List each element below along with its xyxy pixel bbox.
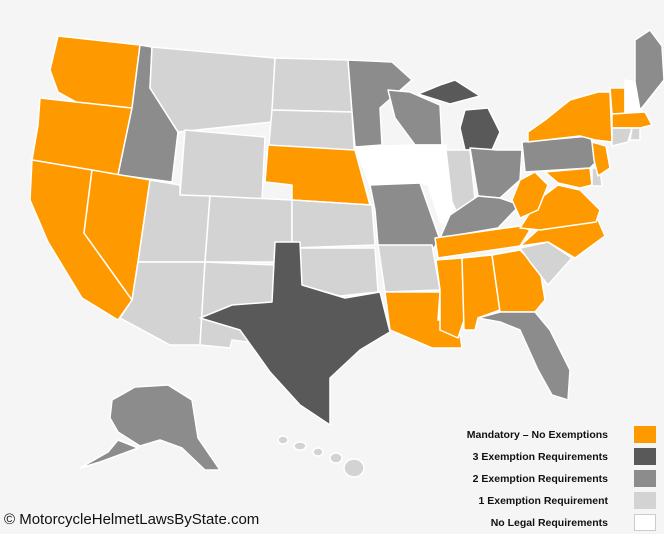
legend-swatch: [634, 514, 656, 531]
legend-label: 1 Exemption Requirement: [478, 495, 608, 507]
legend-swatch: [634, 448, 656, 465]
state-tennessee: [434, 225, 531, 259]
state-maine: [634, 29, 664, 111]
legend-item: No Legal Requirements: [438, 512, 660, 534]
state-connecticut: [611, 127, 633, 147]
state-missouri: [369, 182, 441, 251]
state-florida: [477, 311, 571, 401]
state-texas: [199, 241, 391, 426]
state-wyoming: [179, 129, 266, 201]
legend: Mandatory – No Exemptions 3 Exemption Re…: [438, 424, 660, 534]
state-michigan-upper: [417, 79, 481, 105]
state-washington: [49, 35, 141, 109]
legend-swatch: [634, 470, 656, 487]
state-new-jersey: [591, 141, 611, 177]
legend-label: 3 Exemption Requirements: [472, 451, 608, 463]
state-ohio: [469, 147, 523, 199]
legend-item: 2 Exemption Requirements: [438, 468, 660, 490]
state-michigan-lower: [459, 107, 501, 151]
legend-swatch: [634, 426, 656, 443]
legend-label: No Legal Requirements: [490, 517, 608, 529]
state-alaska-peninsula: [79, 439, 139, 469]
state-massachusetts: [611, 111, 653, 129]
state-kansas: [291, 199, 376, 249]
copyright-text: © MotorcycleHelmetLawsByState.com: [4, 511, 260, 528]
state-arkansas: [377, 244, 441, 293]
state-alaska: [109, 384, 221, 471]
legend-label: 2 Exemption Requirements: [472, 473, 608, 485]
state-minnesota: [347, 59, 413, 148]
legend-swatch: [634, 492, 656, 509]
state-hawaii: [277, 435, 365, 478]
state-vermont: [609, 87, 626, 115]
state-north-dakota: [271, 57, 353, 113]
state-new-york: [527, 91, 613, 143]
state-pennsylvania: [521, 135, 599, 173]
state-mississippi: [435, 257, 465, 339]
state-montana: [149, 46, 276, 133]
legend-label: Mandatory – No Exemptions: [466, 429, 608, 441]
legend-item: 3 Exemption Requirements: [438, 446, 660, 468]
state-rhode-island: [629, 127, 641, 141]
legend-item: 1 Exemption Requirement: [438, 490, 660, 512]
state-nebraska: [264, 144, 371, 206]
legend-item: Mandatory – No Exemptions: [438, 424, 660, 446]
